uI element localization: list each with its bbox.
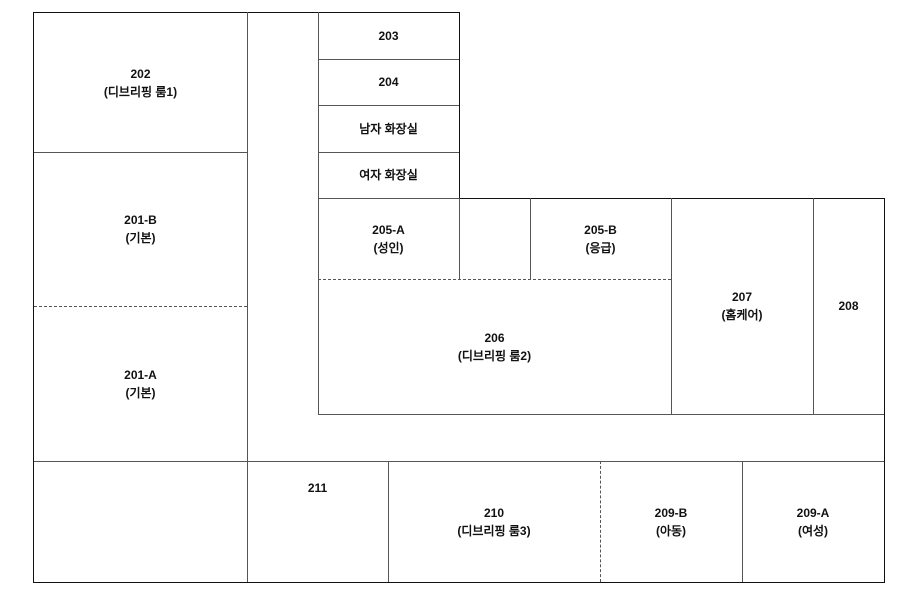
room-207: 207 (홈케어) [671, 198, 813, 414]
room-201-b: 201-B (기본) [34, 152, 247, 306]
room-number: 207 [731, 290, 753, 304]
room-name: (기본) [125, 231, 156, 245]
wall [742, 461, 743, 582]
room-number: 202 [130, 66, 151, 81]
wall [318, 414, 884, 415]
room-number: 210 [483, 505, 505, 520]
room-number: 남자 화장실 [359, 121, 418, 136]
wall [318, 12, 319, 415]
room-number: 201-A [124, 367, 157, 382]
room-209-b: 209-B (아동) [600, 461, 742, 582]
room-number: 201-B [124, 213, 157, 227]
wall [34, 461, 884, 462]
room-208: 208 [813, 198, 884, 414]
room-name: (디브리핑 룸3) [457, 523, 531, 538]
wall [884, 198, 885, 583]
room-name: (디브리핑 룸1) [103, 84, 178, 99]
wall [318, 152, 459, 153]
wall [247, 12, 248, 582]
wall [34, 152, 247, 153]
room-name: (홈케어) [721, 308, 763, 322]
room-202: 202 (디브리핑 룸1) [34, 13, 247, 152]
wall [33, 582, 885, 583]
room-name: (기본) [125, 385, 156, 400]
room-number: 209-A [796, 505, 830, 520]
room-number: 209-B [654, 505, 688, 520]
room-name: (아동) [655, 523, 687, 538]
room-name: (성인) [373, 240, 404, 255]
partition [600, 461, 601, 582]
wall [33, 12, 34, 583]
room-number: 여자 화장실 [359, 168, 418, 182]
wall [671, 198, 672, 414]
room-number: 205-B [584, 222, 617, 237]
room-211: 211 [247, 474, 388, 502]
room-name: (응급) [585, 240, 616, 255]
room-201-a: 201-A (기본) [34, 306, 247, 461]
partition [318, 279, 671, 280]
room-women-restroom: 여자 화장실 [318, 152, 459, 198]
room-209-a: 209-A (여성) [742, 461, 884, 582]
wall [388, 461, 389, 582]
room-number: 204 [378, 75, 399, 89]
room-men-restroom: 남자 화장실 [318, 105, 459, 152]
room-203: 203 [318, 13, 459, 59]
room-206: 206 (디브리핑 룸2) [318, 279, 671, 414]
room-205-b: 205-B (응급) [530, 198, 671, 279]
wall [459, 198, 885, 199]
room-name: (디브리핑 룸2) [457, 348, 532, 363]
room-number: 208 [838, 299, 859, 313]
wall [459, 198, 460, 279]
room-number: 211 [307, 481, 328, 495]
wall [459, 12, 460, 199]
room-204: 204 [318, 59, 459, 105]
wall [530, 198, 531, 279]
wall [318, 198, 459, 199]
room-210: 210 (디브리핑 룸3) [388, 461, 600, 582]
wall [318, 105, 459, 106]
room-number: 206 [484, 330, 505, 345]
room-number: 203 [378, 29, 399, 43]
room-205-a: 205-A (성인) [318, 198, 459, 279]
room-number: 205-A [372, 222, 405, 237]
partition [34, 306, 247, 307]
room-name: (여성) [797, 523, 829, 538]
wall [813, 198, 814, 414]
wall [318, 59, 459, 60]
